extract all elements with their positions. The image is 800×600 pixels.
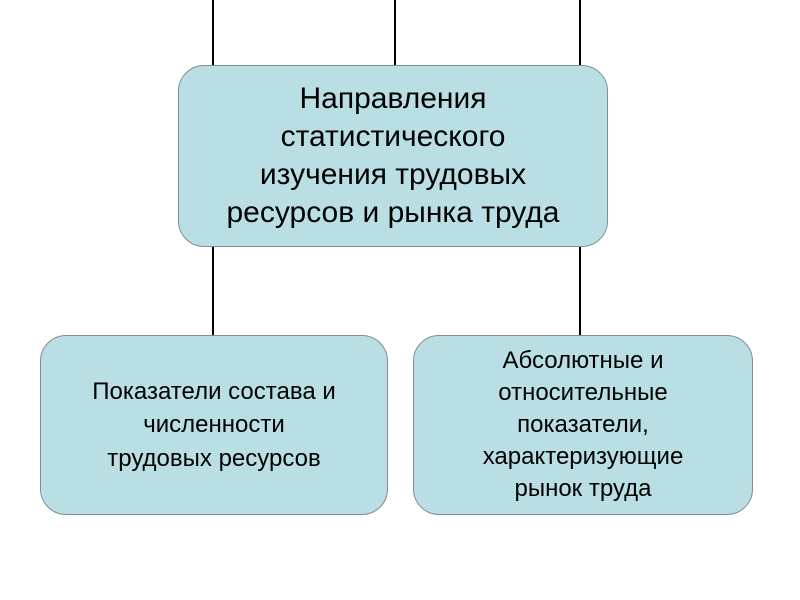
left-subtopic-text: Показатели состава и численности трудовы… xyxy=(92,378,336,472)
right-subtopic-node: Абсолютные и относительные показатели, х… xyxy=(413,335,753,515)
right-subtopic-text: Абсолютные и относительные показатели, х… xyxy=(482,346,684,503)
left-subtopic-node: Показатели состава и численности трудовы… xyxy=(40,335,388,515)
main-topic-node: Направления статистического изучения тру… xyxy=(178,65,608,247)
main-topic-text: Направления статистического изучения тру… xyxy=(226,81,560,230)
